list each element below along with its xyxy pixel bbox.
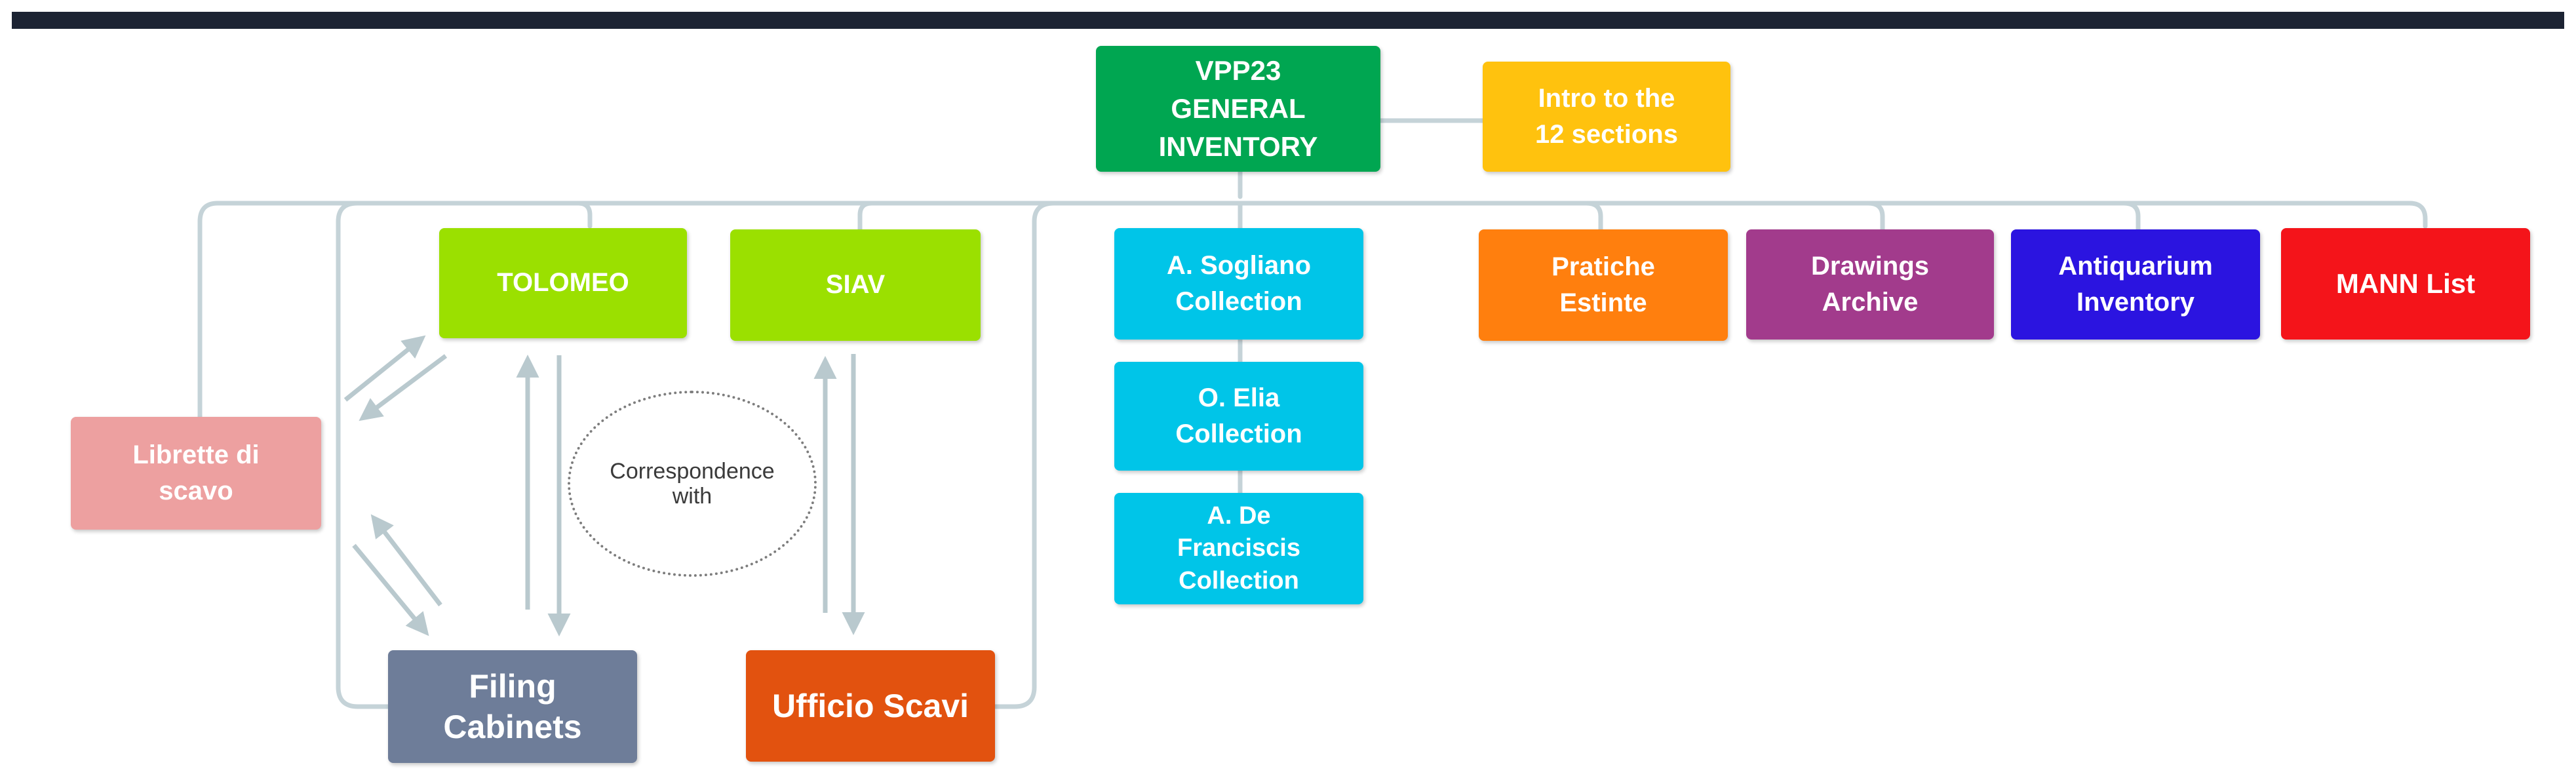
branch-bus	[215, 201, 2428, 229]
section-siav: SIAV	[730, 229, 981, 341]
section-drawings-archive: Drawings Archive	[1746, 229, 1994, 340]
arrow-librette-to-filing	[352, 543, 429, 636]
section-drawings-label: Drawings Archive	[1810, 251, 1930, 317]
section-filing-cabinets: Filing Cabinets	[388, 650, 637, 763]
branch-ufficio	[992, 201, 1057, 709]
branch-tolomeo	[576, 201, 593, 229]
intro-node-label: Intro to the 12 sections	[1535, 83, 1678, 149]
section-tolomeo-label: TOLOMEO	[497, 268, 629, 298]
section-defranciscis-label: A. De Franciscis Collection	[1177, 501, 1300, 595]
section-filing-label: Filing Cabinets	[443, 667, 582, 746]
root-node-vpp23: VPP23 GENERAL INVENTORY	[1096, 46, 1380, 172]
section-mann-list: MANN List	[2281, 228, 2530, 340]
section-tolomeo: TOLOMEO	[439, 228, 687, 338]
intro-node: Intro to the 12 sections	[1483, 62, 1730, 172]
section-pratiche-label: Pratiche Estinte	[1551, 252, 1655, 317]
correspondence-label: Correspondence with	[610, 458, 775, 509]
section-librette-label: Librette di scavo	[132, 440, 260, 505]
section-siav-label: SIAV	[825, 270, 886, 300]
section-librette-di-scavo: Librette di scavo	[71, 417, 321, 530]
correspondence-ellipse: Correspondence with	[568, 391, 817, 577]
section-sogliano-label: A. Sogliano Collection	[1167, 250, 1311, 316]
section-ufficio-scavi: Ufficio Scavi	[746, 650, 995, 762]
branch-pratiche	[1584, 201, 1603, 232]
section-defranciscis-collection: A. De Franciscis Collection	[1114, 493, 1363, 604]
section-pratiche-estinte: Pratiche Estinte	[1479, 229, 1728, 341]
branch-filing	[336, 201, 391, 709]
arrow-librette-to-tolomeo	[343, 335, 426, 402]
root-node-label: VPP23 GENERAL INVENTORY	[1158, 55, 1318, 162]
section-sogliano-collection: A. Sogliano Collection	[1114, 228, 1363, 340]
section-antiquarium-inventory: Antiquarium Inventory	[2011, 229, 2260, 340]
arrow-tolomeo-to-librette	[359, 354, 448, 421]
branch-librette	[197, 201, 220, 419]
arrow-filing-to-librette	[370, 514, 442, 607]
top-divider-bar	[12, 12, 2564, 29]
section-elia-label: O. Elia Collection	[1175, 383, 1302, 448]
branch-drawings	[1865, 201, 1885, 232]
branch-antiquarium	[2121, 201, 2141, 232]
branch-siav	[857, 201, 874, 232]
section-mann-label: MANN List	[2335, 268, 2476, 300]
section-elia-collection: O. Elia Collection	[1114, 362, 1363, 471]
section-antiquarium-label: Antiquarium Inventory	[2058, 251, 2213, 317]
section-ufficio-label: Ufficio Scavi	[771, 687, 969, 724]
